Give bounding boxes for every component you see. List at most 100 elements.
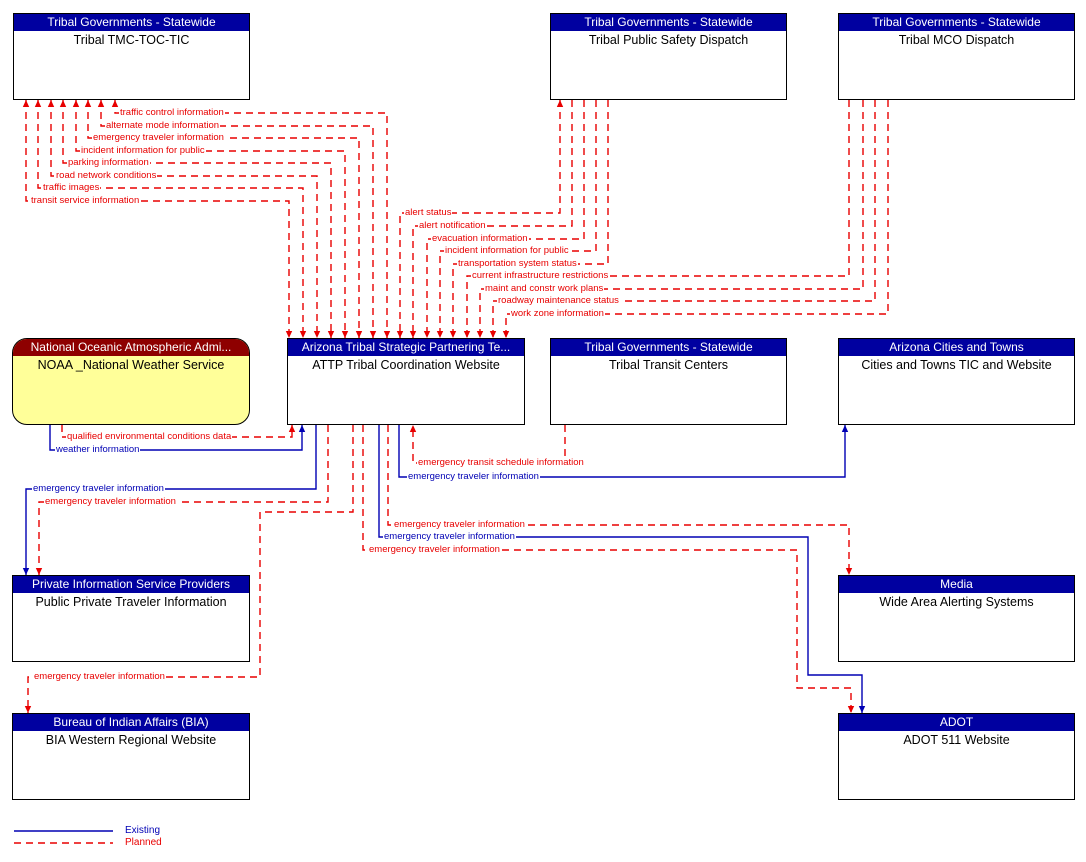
flow-arrowhead — [489, 331, 497, 338]
flow-line — [75, 100, 346, 338]
flow-label: emergency transit schedule information — [417, 457, 585, 468]
flow-label: alternate mode information — [105, 120, 221, 131]
flow-label: maint and constr work plans — [484, 283, 605, 294]
flow-arrowhead — [35, 568, 43, 575]
node-header: Arizona Tribal Strategic Partnering Te..… — [288, 339, 524, 356]
flow-line — [49, 425, 303, 451]
flow-label: transit service information — [30, 195, 141, 206]
flow-label: incident information for public — [444, 245, 570, 256]
flow-label: evacuation information — [431, 233, 529, 244]
flow-arrowhead — [285, 331, 293, 338]
node-title: Tribal TMC-TOC-TIC — [73, 33, 190, 47]
flow-arrowhead — [24, 706, 32, 713]
flow-label: work zone information — [510, 308, 605, 319]
flow-arrowhead — [369, 331, 377, 338]
flow-label: emergency traveler information — [368, 544, 501, 555]
flow-arrowhead — [423, 331, 431, 338]
flow-label: current infrastructure restrictions — [471, 270, 610, 281]
flow-arrowhead — [72, 100, 80, 107]
flow-arrowhead — [476, 331, 484, 338]
flow-arrowhead — [858, 706, 866, 713]
flow-line — [492, 100, 876, 338]
flow-arrowhead — [111, 100, 119, 107]
flow-label: emergency traveler information — [393, 519, 526, 530]
flow-label: traffic images — [42, 182, 101, 193]
flow-arrowhead — [409, 331, 417, 338]
flow-arrowhead — [383, 331, 391, 338]
flow-label: emergency traveler information — [32, 483, 165, 494]
node-header: ADOT — [839, 714, 1074, 731]
node-header: Tribal Governments - Statewide — [14, 14, 249, 31]
node-title: Tribal Transit Centers — [608, 358, 729, 372]
flow-line — [399, 100, 561, 338]
flow-label: traffic control information — [119, 107, 225, 118]
flow-arrowhead — [59, 100, 67, 107]
flow-line — [62, 100, 332, 338]
flow-label: roadway maintenance status — [497, 295, 620, 306]
node-header: Private Information Service Providers — [13, 576, 249, 593]
flow-arrowhead — [84, 100, 92, 107]
flow-label: transportation system status — [457, 258, 578, 269]
node-header: Tribal Governments - Statewide — [551, 14, 786, 31]
flow-line — [38, 425, 329, 575]
flow-line — [398, 425, 846, 478]
flow-line — [466, 100, 850, 338]
flow-arrowhead — [298, 425, 306, 432]
flow-arrowhead — [22, 568, 30, 575]
flow-label: road network conditions — [55, 170, 158, 181]
node-title: Public Private Traveler Information — [35, 595, 227, 609]
flow-arrowhead — [47, 100, 55, 107]
flow-arrowhead — [341, 331, 349, 338]
flow-label: weather information — [55, 444, 141, 455]
node-title: Tribal Public Safety Dispatch — [588, 33, 749, 47]
node-title: ADOT 511 Website — [903, 733, 1010, 747]
flow-label: emergency traveler information — [44, 496, 177, 507]
flow-arrowhead — [288, 425, 296, 432]
flow-line — [362, 425, 852, 713]
node-attp-tribal-coordination-website[interactable]: Arizona Tribal Strategic Partnering Te..… — [287, 338, 525, 425]
node-title: Tribal MCO Dispatch — [898, 33, 1015, 47]
flow-arrowhead — [299, 331, 307, 338]
legend-existing-label: Existing — [125, 825, 161, 836]
node-bia-western-regional-website[interactable]: Bureau of Indian Affairs (BIA)BIA Wester… — [12, 713, 250, 800]
flow-label: emergency traveler information — [383, 531, 516, 542]
node-header: Media — [839, 576, 1074, 593]
node-noaa-national-weather-service[interactable]: National Oceanic Atmospheric Admi... NOAA… — [12, 338, 250, 425]
node-header: Tribal Governments - Statewide — [839, 14, 1074, 31]
node-title: ATTP Tribal Coordination Website — [312, 358, 500, 372]
flow-line — [37, 100, 304, 338]
node-header: National Oceanic Atmospheric Admi... — [13, 339, 249, 356]
node-title: Cities and Towns TIC and Website — [861, 358, 1052, 372]
flow-arrowhead — [327, 331, 335, 338]
flow-label: qualified environmental conditions data — [66, 431, 233, 442]
node-title: NOAA _National Weather Service — [37, 358, 225, 372]
flow-arrowhead — [396, 331, 404, 338]
flow-label: emergency traveler information — [92, 132, 225, 143]
flow-line — [387, 425, 850, 575]
node-header: Bureau of Indian Affairs (BIA) — [13, 714, 249, 731]
flow-arrowhead — [436, 331, 444, 338]
flow-label: emergency traveler information — [33, 671, 166, 682]
legend-planned-label: Planned — [125, 837, 162, 848]
flow-arrowhead — [449, 331, 457, 338]
flow-line — [25, 425, 317, 575]
flow-arrowhead — [556, 100, 564, 107]
flow-line — [27, 425, 354, 713]
flow-label: parking information — [67, 157, 150, 168]
flow-label: alert status — [404, 207, 453, 218]
flow-line — [412, 100, 573, 338]
flow-line — [25, 100, 290, 338]
flow-line — [100, 100, 374, 338]
flow-arrowhead — [97, 100, 105, 107]
node-title: Wide Area Alerting Systems — [879, 595, 1034, 609]
node-adot-511-website[interactable]: ADOT ADOT 511 Website — [838, 713, 1075, 800]
flow-arrowhead — [463, 331, 471, 338]
